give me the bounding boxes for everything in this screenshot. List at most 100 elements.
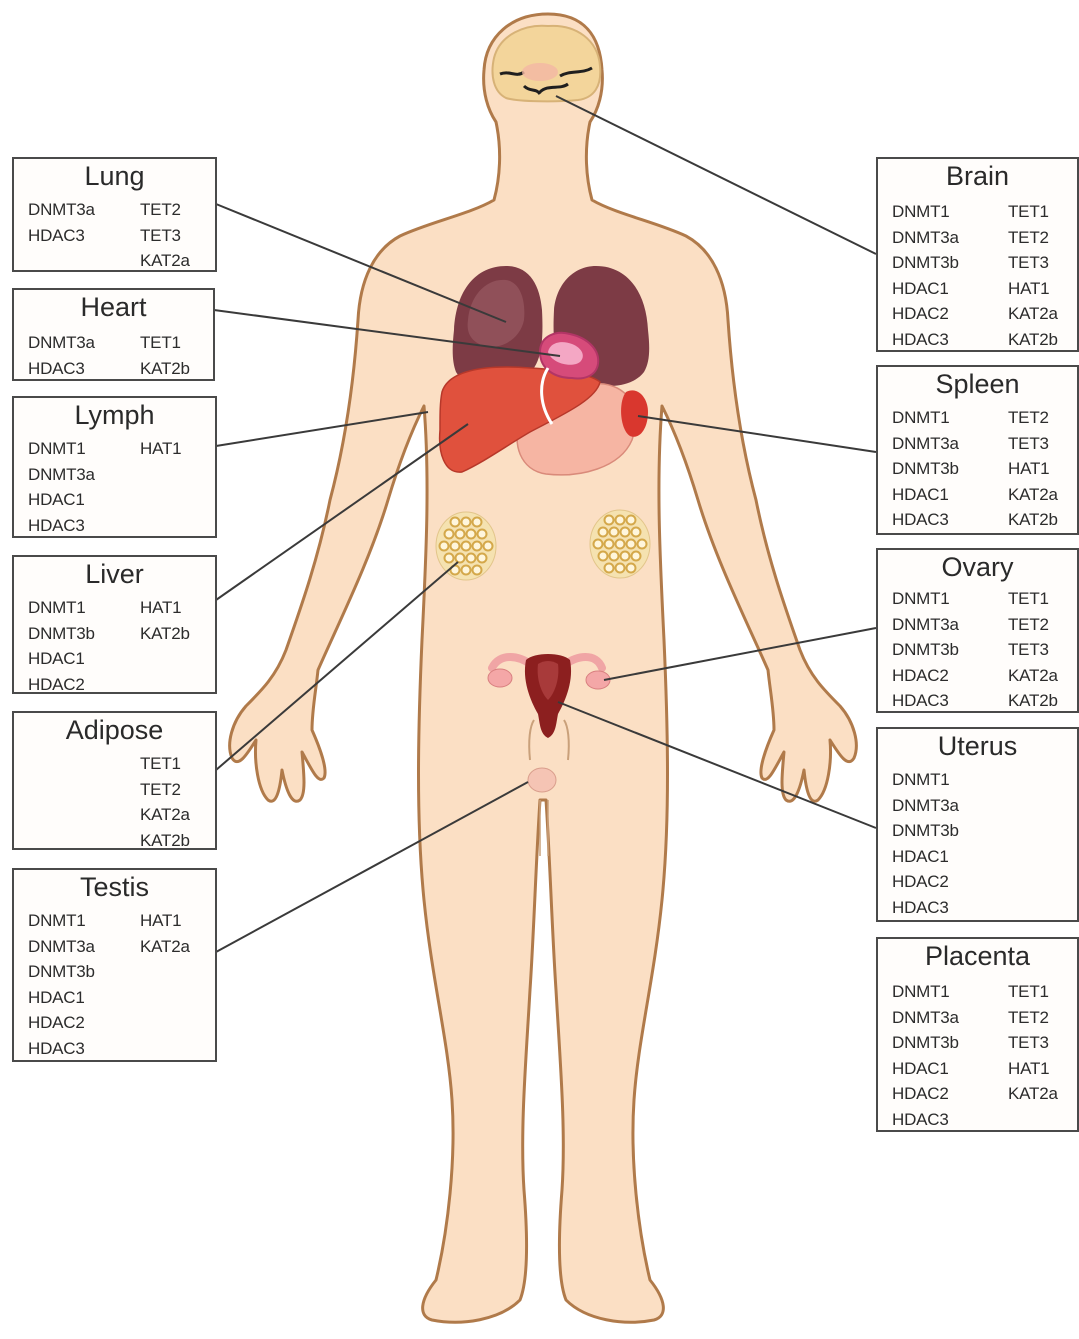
adipose-cell xyxy=(440,542,449,551)
adipose-cell xyxy=(616,540,625,549)
organ-title: Adipose xyxy=(14,715,215,745)
organ-title: Lymph xyxy=(14,400,215,430)
enzyme-label: HDAC3 xyxy=(28,513,95,539)
adipose-cell xyxy=(632,528,641,537)
enzyme-label: HDAC3 xyxy=(28,223,95,249)
enzyme-label: HAT1 xyxy=(140,436,181,462)
enzyme-label: KAT2a xyxy=(1008,1081,1058,1107)
enzyme-label: DNMT3b xyxy=(28,959,95,985)
adipose-cell xyxy=(462,566,471,575)
organ-title: Liver xyxy=(14,559,215,589)
adipose-cell xyxy=(484,542,493,551)
box-adipose: Adipose TET1TET2KAT2aKAT2b xyxy=(12,711,217,850)
enzyme-label: DNMT1 xyxy=(892,979,959,1005)
enzyme-label: DNMT3b xyxy=(892,456,959,482)
enzyme-label: TET1 xyxy=(140,751,190,777)
enzyme-label: HDAC3 xyxy=(892,507,959,533)
adipose-cell xyxy=(632,552,641,561)
enzyme-label: DNMT3a xyxy=(892,612,959,638)
enzyme-label: DNMT3a xyxy=(28,197,95,223)
enzyme-label: KAT2b xyxy=(140,356,190,382)
enzyme-label: HDAC1 xyxy=(28,487,95,513)
enzyme-label: TET2 xyxy=(1008,612,1058,638)
enzyme-label: HDAC2 xyxy=(892,301,959,327)
enzyme-label: HAT1 xyxy=(1008,276,1058,302)
enzyme-label: TET3 xyxy=(1008,431,1058,457)
enzyme-label: HDAC3 xyxy=(892,688,959,714)
enzyme-label: DNMT3b xyxy=(892,637,959,663)
enzyme-label: TET2 xyxy=(1008,405,1058,431)
enzyme-label: DNMT3a xyxy=(28,330,95,356)
enzyme-label: DNMT3a xyxy=(892,1005,959,1031)
adipose-cell xyxy=(627,564,636,573)
adipose-cell xyxy=(473,542,482,551)
enzyme-label: HAT1 xyxy=(1008,456,1058,482)
enzyme-list: DNMT1DNMT3aDNMT3bHDAC1HDAC2HDAC3 xyxy=(892,199,959,352)
enzyme-label: HDAC2 xyxy=(28,1010,95,1036)
enzyme-label: HDAC3 xyxy=(28,356,95,382)
enzyme-list: TET1TET2TET3HAT1KAT2a xyxy=(1008,979,1058,1107)
enzyme-label: TET1 xyxy=(140,330,190,356)
enzyme-label: DNMT3b xyxy=(892,1030,959,1056)
enzyme-label: HDAC3 xyxy=(28,1036,95,1062)
organ-title: Lung xyxy=(14,161,215,191)
enzyme-label: DNMT3a xyxy=(892,793,959,819)
enzyme-label: HAT1 xyxy=(140,908,190,934)
organ-title: Spleen xyxy=(878,369,1077,399)
adipose-cell xyxy=(621,552,630,561)
brain-center xyxy=(522,63,558,81)
enzyme-label: DNMT3a xyxy=(28,934,95,960)
enzyme-label: TET2 xyxy=(1008,225,1058,251)
enzyme-label: HDAC1 xyxy=(892,482,959,508)
adipose-cell xyxy=(627,540,636,549)
enzyme-label: TET2 xyxy=(140,777,190,803)
testis-shape xyxy=(528,768,556,792)
enzyme-label: HAT1 xyxy=(140,595,190,621)
enzyme-label: HDAC2 xyxy=(892,1081,959,1107)
organ-title: Brain xyxy=(878,161,1077,191)
adipose-cell xyxy=(451,542,460,551)
enzyme-label: KAT2a xyxy=(1008,482,1058,508)
adipose-cell xyxy=(605,540,614,549)
enzyme-label: DNMT1 xyxy=(892,767,959,793)
enzyme-label: DNMT3a xyxy=(28,462,95,488)
adipose-cell xyxy=(616,564,625,573)
adipose-cell xyxy=(445,554,454,563)
enzyme-list: DNMT1DNMT3bHDAC1HDAC2 xyxy=(28,595,95,697)
adipose-cell xyxy=(621,528,630,537)
enzyme-label: KAT2a xyxy=(1008,301,1058,327)
box-uterus: Uterus DNMT1DNMT3aDNMT3bHDAC1HDAC2HDAC3 xyxy=(876,727,1079,922)
enzyme-list: TET1TET2KAT2aKAT2b xyxy=(140,751,190,853)
enzyme-label: DNMT1 xyxy=(892,199,959,225)
enzyme-label: HDAC3 xyxy=(892,1107,959,1133)
enzyme-label: KAT2b xyxy=(140,621,190,647)
enzyme-label: DNMT3b xyxy=(28,621,95,647)
enzyme-label: HDAC2 xyxy=(892,663,959,689)
enzyme-label: KAT2b xyxy=(1008,327,1058,353)
organ-title: Uterus xyxy=(878,731,1077,761)
enzyme-label: DNMT1 xyxy=(892,405,959,431)
adipose-cell xyxy=(473,566,482,575)
enzyme-label: KAT2a xyxy=(140,934,190,960)
adipose-cell xyxy=(605,516,614,525)
adipose-cell xyxy=(462,518,471,527)
adipose-cell xyxy=(478,530,487,539)
adipose-cell xyxy=(599,552,608,561)
adipose-cell xyxy=(610,528,619,537)
organ-title: Ovary xyxy=(878,552,1077,582)
enzyme-list: DNMT1DNMT3aHDAC1HDAC3 xyxy=(28,436,95,538)
